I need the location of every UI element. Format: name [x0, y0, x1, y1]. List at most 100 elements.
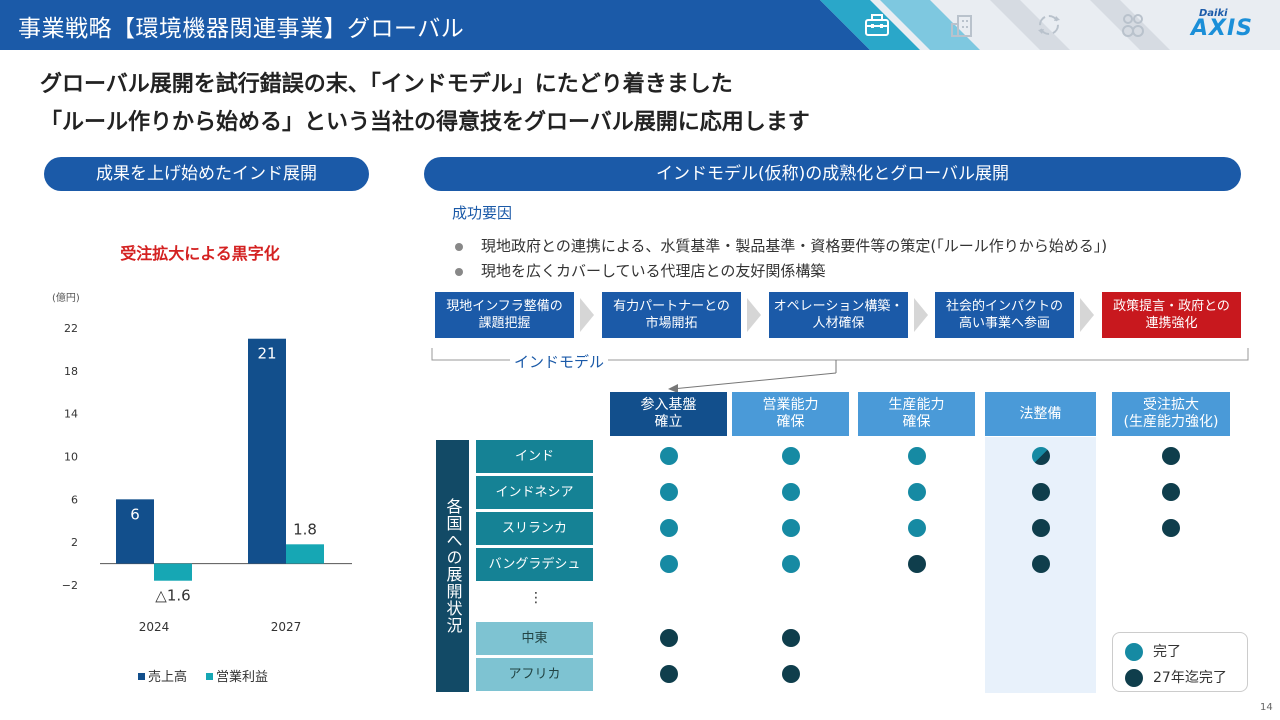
process-step-line2: 高い事業へ参画 [958, 316, 1050, 331]
y-tick-label: 18 [64, 365, 78, 378]
status-done-marker [781, 483, 800, 501]
status-done-marker [781, 447, 800, 465]
process-step-text: 現地インフラ整備の課題把握 [446, 298, 563, 332]
status-done-marker [781, 555, 800, 573]
column-header-text: 法整備 [1020, 406, 1062, 423]
header-bar: 事業戦略【環境機器関連事業】グローバル Daiki AXIS [0, 0, 1280, 50]
column-header-text: 参入基盤確立 [641, 397, 697, 431]
status-done-marker [907, 447, 926, 465]
bar-value-label: 21 [257, 345, 276, 363]
x-tick-label: 2024 [139, 620, 170, 634]
side-label: 各国への展開状況 [436, 440, 469, 692]
process-step-line2: 人材確保 [812, 316, 865, 331]
country-row-label: バングラデシュ [476, 548, 593, 581]
column-header-line1: 生産能力 [888, 397, 945, 413]
logo-small-text: Daiki [1199, 8, 1228, 19]
x-tick-label: 2027 [271, 620, 302, 634]
status-plan-marker [907, 555, 926, 573]
left-section-pill: 成果を上げ始めたインド展開 [44, 157, 369, 191]
step-arrow-icon [747, 298, 761, 332]
column-header-line1: 法整備 [1019, 405, 1062, 422]
country-row-label: 中東 [476, 622, 593, 655]
y-tick-label: 22 [64, 322, 78, 335]
status-plan-marker [1162, 447, 1180, 465]
cycle-icon [1038, 15, 1060, 35]
country-row-label: スリランカ [476, 512, 593, 545]
process-step-5: 政策提言・政府との連携強化 [1102, 292, 1241, 338]
process-step-line1: 政策提言・政府との [1113, 299, 1230, 314]
toolbox-icon [865, 14, 889, 36]
legend-item-done: 完了 [1125, 641, 1181, 661]
headline: グローバル展開を試行錯誤の末、「インドモデル」にたどり着きました 「ルール作りか… [40, 66, 810, 142]
india-model-label: インドモデル [510, 351, 609, 372]
legend-swatch [206, 673, 213, 680]
process-step-line2: 課題把握 [478, 316, 531, 331]
bullet-text: 現地を広くカバーしている代理店との友好関係構築 [481, 262, 826, 280]
status-done-marker [781, 519, 800, 537]
matrix-column-header: 参入基盤確立 [610, 392, 727, 436]
people-icon [1122, 14, 1144, 37]
legend-plan-label: 27年迄完了 [1153, 670, 1227, 686]
status-legend: 完了 27年迄完了 [1112, 632, 1248, 692]
country-row-label: アフリカ [476, 658, 593, 691]
matrix-column-header: 生産能力確保 [858, 392, 975, 436]
status-plan-marker [1162, 519, 1180, 537]
status-done-marker [659, 483, 678, 501]
step-arrow-icon [580, 298, 594, 332]
process-step-line2: 連携強化 [1145, 316, 1198, 331]
bar-value-label: 6 [130, 505, 140, 523]
column-header-line2: 確保 [776, 414, 805, 430]
column-header-text: 受注拡大(生産能力強化) [1124, 397, 1219, 431]
process-step-text: 有力パートナーとの市場開拓 [613, 298, 730, 332]
process-step-line1: オペレーション構築・ [773, 299, 904, 314]
bullet-dot [455, 267, 463, 276]
column-header-text: 生産能力確保 [889, 397, 945, 431]
legend-label: 営業利益 [216, 669, 268, 685]
process-step-1: 現地インフラ整備の課題把握 [435, 292, 574, 338]
process-step-2: 有力パートナーとの市場開拓 [602, 292, 741, 338]
done-marker-icon [1125, 643, 1143, 661]
legend-swatch [138, 673, 145, 680]
bar-value-label: 1.8 [293, 520, 317, 538]
matrix-column-header: 受注拡大(生産能力強化) [1112, 392, 1230, 436]
column-header-line2: 確立 [654, 414, 683, 430]
process-step-line1: 現地インフラ整備の [446, 299, 563, 314]
bar-value-label: △1.6 [155, 587, 190, 605]
column-header-text: 営業能力確保 [763, 397, 819, 431]
y-tick-label: −2 [62, 579, 78, 592]
process-step-text: 社会的インパクトの高い事業へ参画 [946, 298, 1063, 332]
process-step-line2: 市場開拓 [645, 316, 698, 331]
bar-chart: (億円)2218141062−26△1.62024211.82027売上高営業利… [52, 291, 352, 685]
right-section-pill: インドモデル(仮称)の成熟化とグローバル展開 [424, 157, 1241, 191]
bar-2024-0 [116, 499, 154, 564]
company-logo: Daiki AXIS [1188, 8, 1272, 44]
process-step-line1: 社会的インパクトの [945, 299, 1063, 314]
plan-marker-icon [1125, 669, 1143, 687]
status-plan-marker [1162, 483, 1180, 501]
process-step-text: オペレーション構築・人材確保 [774, 298, 904, 332]
success-bullet-1: 現地政府との連携による、水質基準・製品基準・資格要件等の策定(「ルール作りから始… [455, 235, 1107, 256]
legend-done-label: 完了 [1153, 644, 1181, 660]
legend-label: 売上高 [148, 669, 187, 685]
page-title: 事業戦略【環境機器関連事業】グローバル [18, 16, 465, 42]
header-decoration [820, 0, 1280, 50]
headline-line-1: グローバル展開を試行錯誤の末、「インドモデル」にたどり着きました [40, 72, 733, 97]
bar-2024-1 [154, 563, 192, 581]
headline-line-2: 「ルール作りから始める」という当社の得意技をグローバル展開に応用します [40, 110, 810, 135]
y-tick-label: 6 [71, 493, 78, 506]
bullet-dot [455, 242, 463, 251]
y-tick-label: 14 [64, 408, 78, 421]
status-done-marker [659, 447, 678, 465]
status-plan-marker [1031, 555, 1050, 573]
legend-item-plan: 27年迄完了 [1125, 667, 1227, 687]
status-plan-marker [781, 629, 800, 647]
india-model-bracket [431, 348, 1249, 393]
bullet-text: 現地政府との連携による、水質基準・製品基準・資格要件等の策定(「ルール作りから始… [481, 237, 1108, 255]
status-half-marker [1031, 447, 1050, 465]
process-step-4: 社会的インパクトの高い事業へ参画 [935, 292, 1074, 338]
status-plan-marker [1031, 519, 1050, 537]
status-plan-marker [659, 629, 678, 647]
success-factors-heading: 成功要因 [452, 204, 513, 222]
step-arrow-icon [914, 298, 928, 332]
chart-title: 受注拡大による黒字化 [120, 244, 280, 263]
